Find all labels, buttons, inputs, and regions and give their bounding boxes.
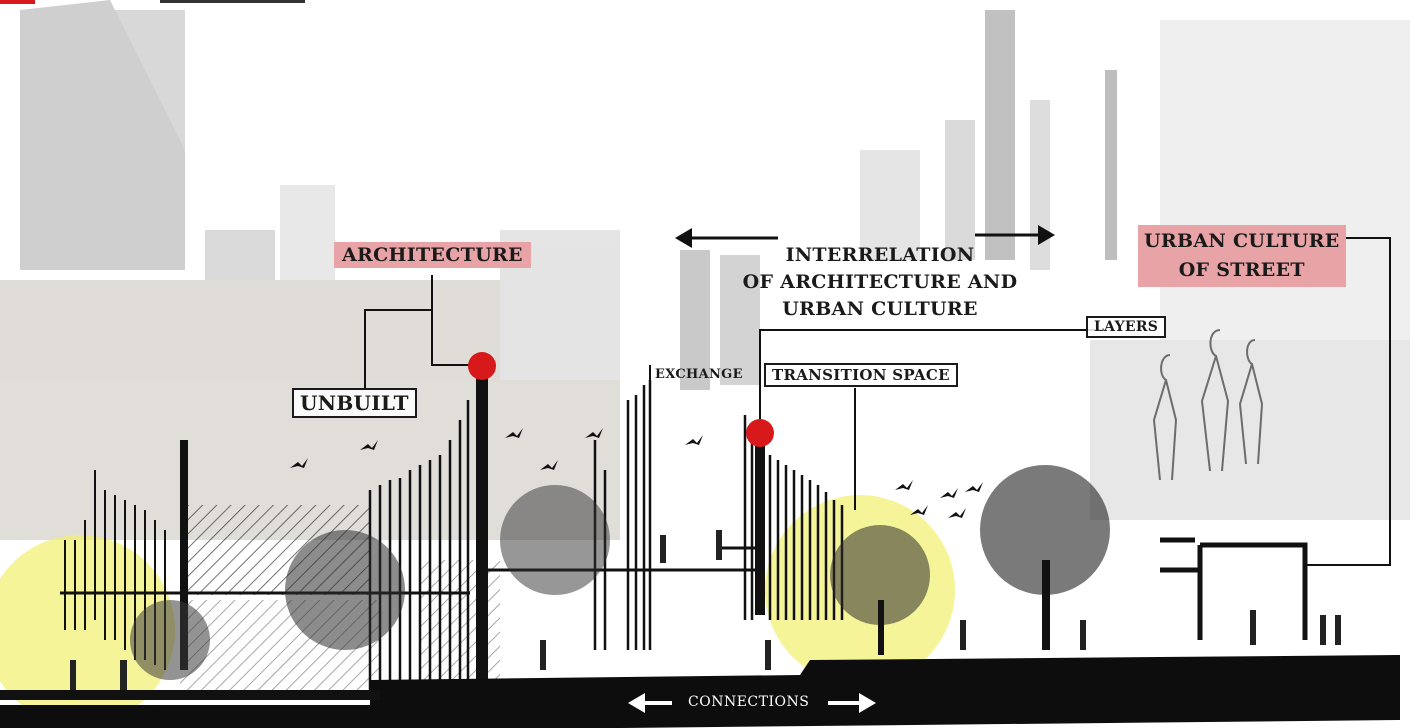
exchange-label: EXCHANGE — [655, 367, 743, 382]
urban-culture-street-label: URBAN CULTURE OF STREET — [1138, 225, 1346, 287]
trees — [130, 465, 1110, 680]
architecture-tower — [476, 370, 488, 720]
connections-label: CONNECTIONS — [688, 694, 810, 710]
urban-culture-line-2: OF STREET — [1178, 259, 1305, 281]
highlight-circle-left — [0, 535, 175, 725]
interrelation-line-3: URBAN CULTURE — [782, 298, 978, 320]
red-marker-transition — [746, 419, 774, 447]
interrelation-line-1: INTERRELATION — [785, 244, 975, 266]
connections-arrow-right — [828, 693, 876, 713]
transition-tower — [755, 435, 765, 615]
architecture-label: ARCHITECTURE — [334, 242, 531, 268]
corner-tab-red — [0, 0, 35, 4]
street-kiosk — [1160, 537, 1308, 640]
birds — [290, 428, 983, 518]
large-sketch-figures — [1152, 329, 1264, 481]
corner-tab-dark — [160, 0, 305, 3]
leader-lines — [364, 237, 1391, 566]
ground-section — [0, 655, 1400, 728]
interrelation-label: INTERRELATION OF ARCHITECTURE AND URBAN … — [735, 242, 1025, 323]
layers-label: LAYERS — [1086, 316, 1167, 338]
people — [70, 530, 1341, 690]
red-marker-architecture — [468, 352, 496, 380]
unbuilt-label: UNBUILT — [292, 388, 417, 418]
transition-space-label: TRANSITION SPACE — [764, 363, 958, 387]
interrelation-arrow-left — [675, 228, 778, 248]
interrelation-line-2: OF ARCHITECTURE AND — [742, 271, 1018, 293]
interrelation-arrow-right — [975, 225, 1055, 245]
connections-arrow-left — [628, 693, 672, 713]
urban-culture-line-1: URBAN CULTURE — [1144, 230, 1340, 252]
